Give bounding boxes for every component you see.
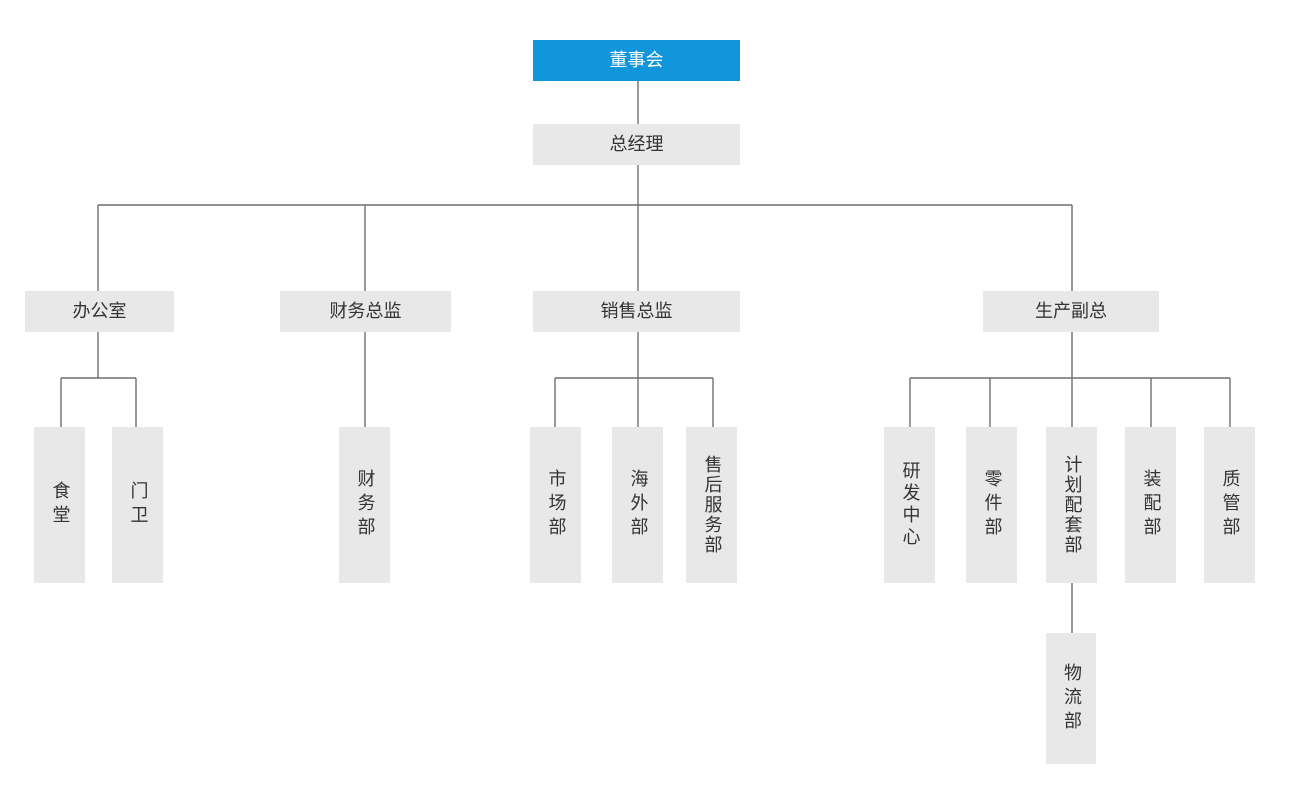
node-assembly-dept: 装配部 [1125,427,1176,583]
node-guard: 门卫 [112,427,163,583]
node-production-vp: 生产副总 [983,291,1159,332]
node-planning-dept-label: 计划配套部 [1061,455,1083,555]
node-board: 董事会 [533,40,740,81]
node-logistics-dept-label: 物流部 [1061,662,1082,735]
node-office: 办公室 [25,291,174,332]
node-market-dept-label: 市场部 [545,469,567,541]
node-finance-dept: 财务部 [339,427,390,583]
node-aftersales-dept: 售后服务部 [686,427,737,583]
node-overseas-dept: 海外部 [612,427,663,583]
node-sales-director: 销售总监 [533,291,740,332]
node-rd-center: 研发中心 [884,427,935,583]
node-sales-director-label: 销售总监 [600,300,673,322]
node-general-manager: 总经理 [533,124,740,165]
node-finance-director: 财务总监 [280,291,451,332]
node-quality-dept-label: 质管部 [1219,469,1241,541]
node-aftersales-dept-label: 售后服务部 [701,455,723,555]
node-office-label: 办公室 [72,300,127,322]
node-rd-center-label: 研发中心 [899,461,921,549]
node-overseas-dept-label: 海外部 [627,469,649,541]
node-logistics-dept: 物流部 [1046,633,1096,764]
node-finance-director-label: 财务总监 [329,300,402,322]
node-planning-dept: 计划配套部 [1046,427,1097,583]
node-board-label: 董事会 [609,49,664,71]
node-guard-label: 门卫 [127,481,149,529]
node-canteen: 食堂 [34,427,85,583]
node-market-dept: 市场部 [530,427,581,583]
node-parts-dept: 零件部 [966,427,1017,583]
node-finance-dept-label: 财务部 [354,469,376,541]
node-assembly-dept-label: 装配部 [1140,469,1162,541]
node-parts-dept-label: 零件部 [981,469,1003,541]
node-quality-dept: 质管部 [1204,427,1255,583]
node-production-vp-label: 生产副总 [1035,300,1107,322]
node-general-manager-label: 总经理 [609,133,664,155]
node-canteen-label: 食堂 [49,481,71,529]
